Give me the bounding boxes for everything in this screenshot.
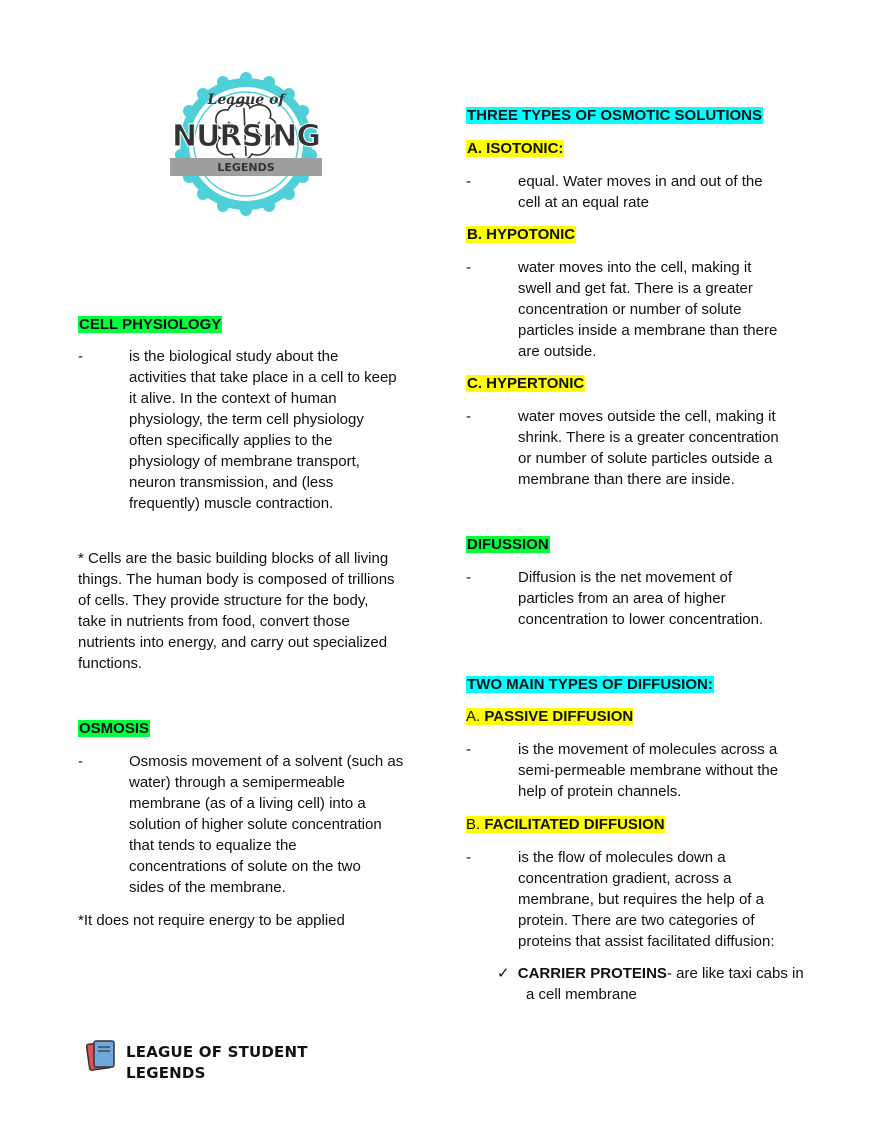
hypertonic-label: C. HYPERTONIC bbox=[466, 375, 586, 392]
logo-badge-icon: League of NURSING LEGENDS bbox=[170, 72, 322, 216]
league-of-nursing-legends-logo: League of NURSING LEGENDS bbox=[170, 72, 322, 217]
svg-text:League of: League of bbox=[207, 92, 288, 108]
footer-brand-text: LEAGUE OF STUDENT LEGENDS bbox=[126, 1043, 308, 1082]
league-of-student-legends-footer: LEAGUE OF STUDENT LEGENDS bbox=[86, 1035, 346, 1082]
svg-text:NURSING: NURSING bbox=[172, 119, 320, 154]
checkmark-icon: ✓ bbox=[497, 965, 510, 982]
osmosis-energy-note: *It does not require energy to be applie… bbox=[78, 912, 345, 929]
isotonic-label: A. ISOTONIC: bbox=[466, 140, 565, 157]
carrier-proteins-item: ✓ CARRIER PROTEINS- are like taxi cabs i… bbox=[497, 965, 804, 1003]
osmosis-lines: Osmosis movement of a solvent (such as w… bbox=[129, 753, 404, 896]
facilitated-diffusion-label: B. FACILITATED DIFFUSION bbox=[466, 816, 665, 833]
passive-diffusion-label: A. PASSIVE DIFFUSION bbox=[466, 708, 634, 725]
cell-physiology-heading: CELL PHYSIOLOGY bbox=[78, 316, 223, 333]
diffusion-heading: DIFUSSION bbox=[466, 536, 550, 553]
cell-physiology-lines: is the biological study about the activi… bbox=[129, 348, 397, 512]
osmosis-heading: OSMOSIS bbox=[78, 720, 151, 737]
books-icon bbox=[86, 1040, 115, 1071]
hypotonic-label: B. HYPOTONIC bbox=[466, 226, 577, 243]
osmotic-solutions-heading: THREE TYPES OF OSMOTIC SOLUTIONS bbox=[466, 107, 764, 124]
cells-note-paragraph: * Cells are the basic building blocks of… bbox=[78, 550, 395, 672]
two-types-diffusion-heading: TWO MAIN TYPES OF DIFFUSION: bbox=[466, 676, 714, 693]
svg-text:LEGENDS: LEGENDS bbox=[217, 161, 274, 174]
